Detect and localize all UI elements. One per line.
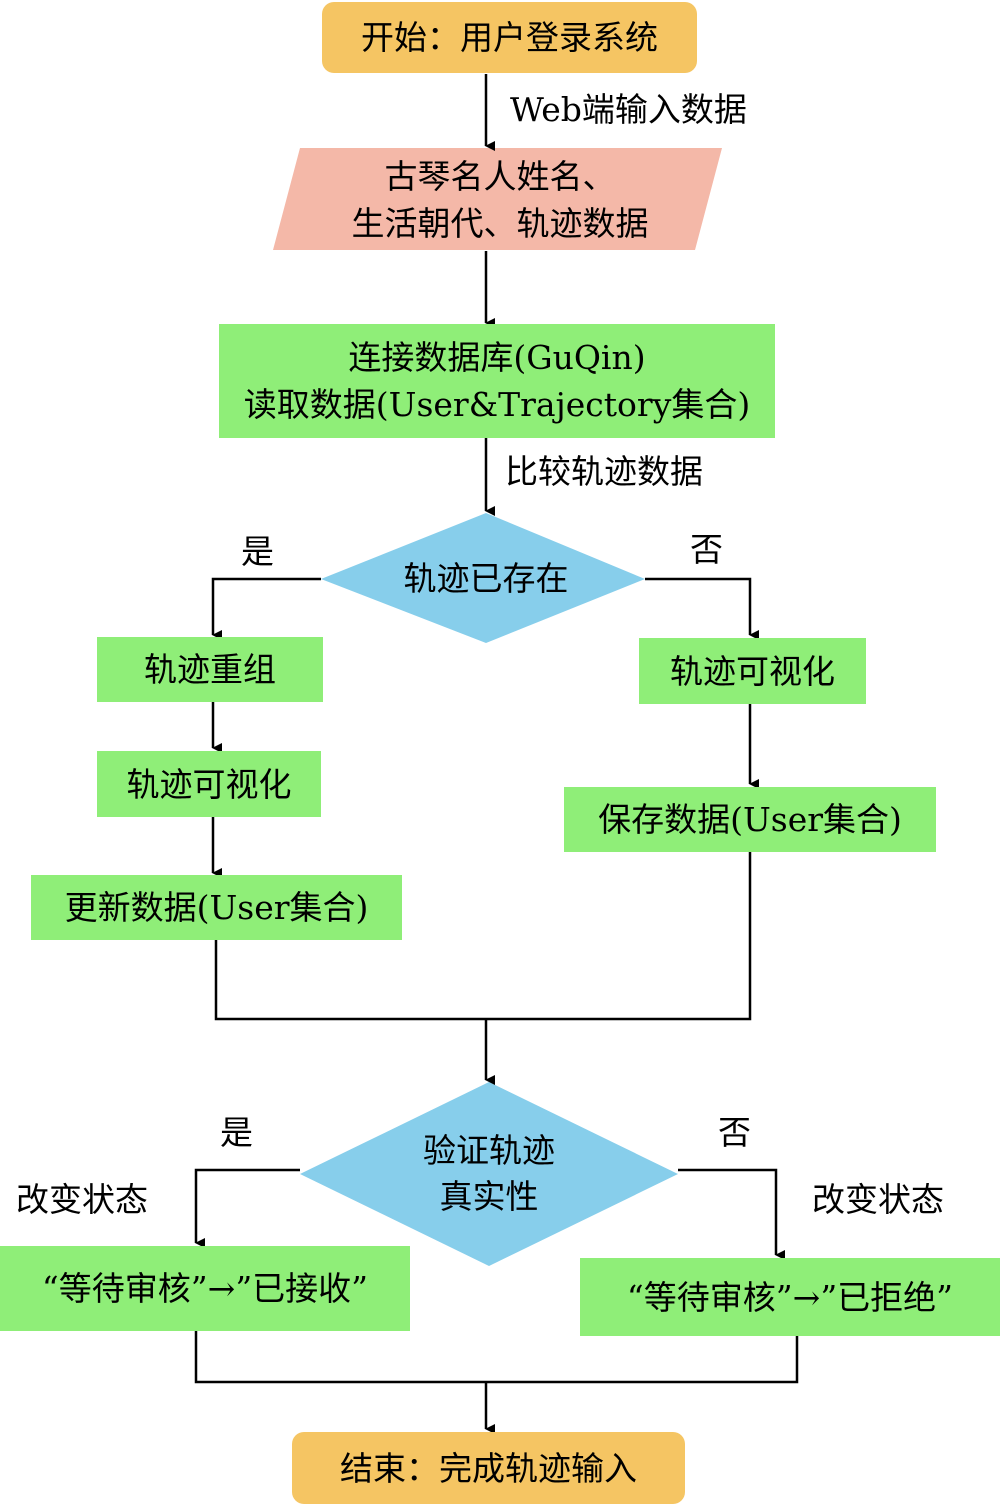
decision-verify-line1: 验证轨迹 [423, 1131, 555, 1170]
arrow-verify-yes [194, 1168, 300, 1248]
recombine-node: 轨迹重组 [97, 637, 323, 702]
end-label: 结束：完成轨迹输入 [340, 1448, 637, 1488]
input-parallelogram [273, 148, 722, 250]
input-label-line2: 生活朝代、轨迹数据 [351, 204, 649, 243]
visualize-left-label: 轨迹可视化 [126, 764, 292, 804]
db-label-line1: 连接数据库(GuQin) [348, 338, 646, 377]
edge-label-no-1: 否 [690, 530, 723, 569]
edge-label-compare: 比较轨迹数据 [505, 452, 703, 491]
decision-verify-label: 验证轨迹 真实性 [300, 1128, 678, 1220]
arrow-verify-no [678, 1168, 785, 1260]
input-label-line1: 古琴名人姓名、 [384, 157, 616, 196]
visualize-right-label: 轨迹可视化 [670, 651, 835, 691]
start-node: 开始：用户登录系统 [322, 2, 697, 73]
accepted-label: “等待审核”→”已接收” [41, 1269, 369, 1308]
decision-diamond-verify [300, 1082, 678, 1266]
visualize-right-node: 轨迹可视化 [639, 638, 866, 704]
decision-diamond-exists [321, 513, 645, 643]
update-node: 更新数据(User集合) [31, 875, 402, 940]
input-node: 古琴名人姓名、 生活朝代、轨迹数据 [300, 150, 700, 250]
start-label: 开始：用户登录系统 [361, 18, 658, 57]
visualize-left-node: 轨迹可视化 [97, 751, 321, 817]
end-node: 结束：完成轨迹输入 [292, 1432, 685, 1504]
edge-label-yes-2: 是 [220, 1113, 253, 1152]
save-node: 保存数据(User集合) [564, 787, 936, 852]
edge-label-web-input: Web端输入数据 [510, 90, 747, 129]
db-node: 连接数据库(GuQin) 读取数据(User&Trajectory集合) [219, 324, 775, 438]
rejected-label: “等待审核”→”已拒绝” [626, 1277, 954, 1317]
merge-left [214, 852, 752, 1021]
edge-label-no-2: 否 [718, 1113, 751, 1152]
recombine-label: 轨迹重组 [144, 650, 276, 689]
decision-verify-line2: 真实性 [439, 1177, 539, 1216]
edge-label-yes-1: 是 [241, 532, 274, 571]
decision-exists-label: 轨迹已存在 [403, 559, 569, 598]
save-label: 保存数据(User集合) [598, 800, 902, 839]
edge-label-change-state-left: 改变状态 [16, 1180, 148, 1219]
db-label-line2: 读取数据(User&Trajectory集合) [243, 385, 751, 424]
arrow-no-branch [645, 577, 759, 640]
edge-label-change-state-right: 改变状态 [812, 1180, 944, 1219]
update-label: 更新数据(User集合) [64, 888, 369, 927]
accepted-node: “等待审核”→”已接收” [0, 1246, 410, 1331]
merge-bottom [194, 1331, 799, 1384]
rejected-node: “等待审核”→”已拒绝” [580, 1258, 1000, 1336]
arrow-yes-branch [211, 577, 321, 640]
